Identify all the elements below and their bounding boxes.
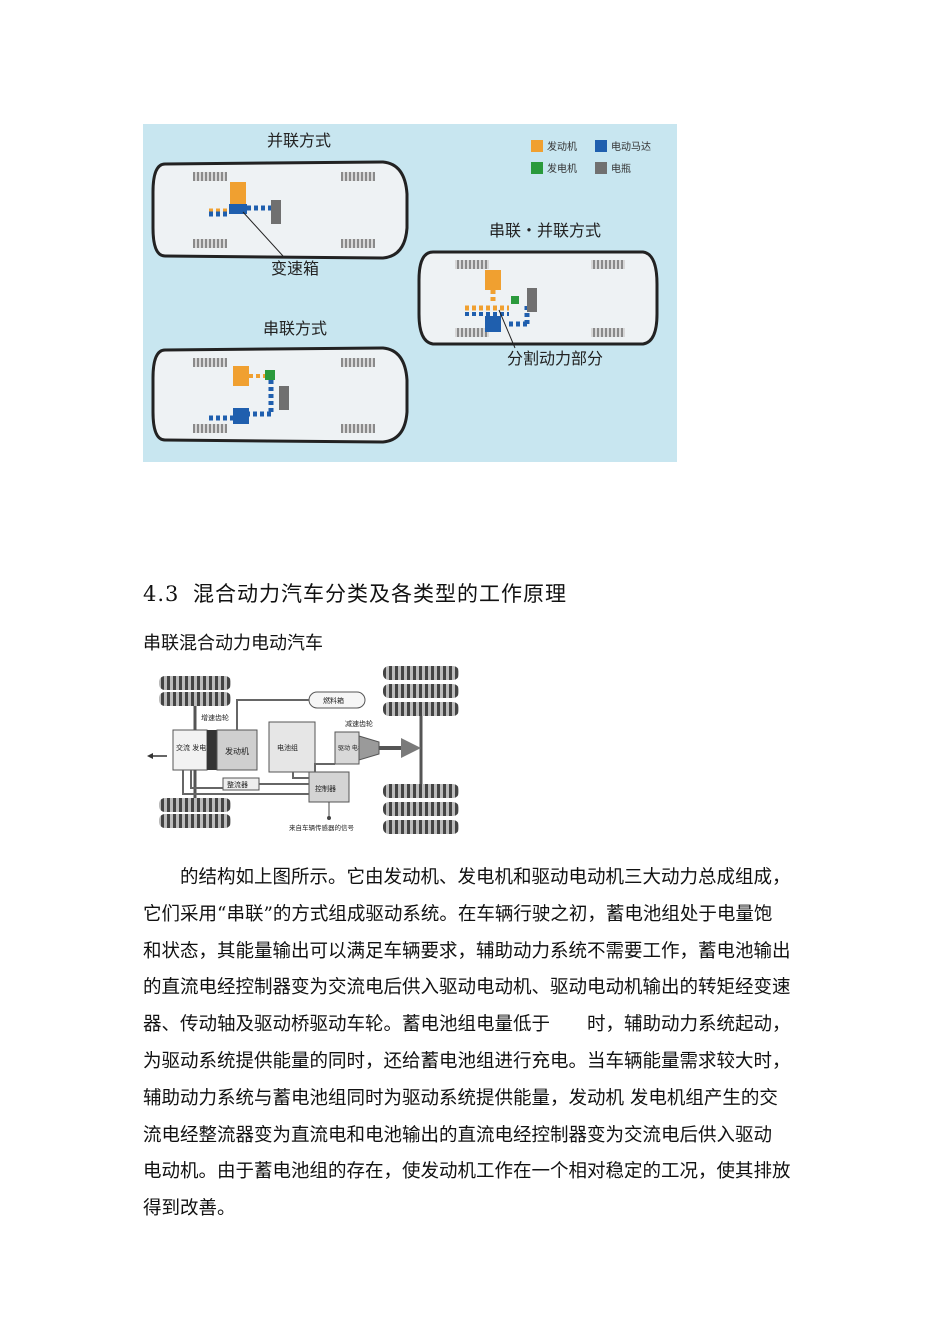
transmission-pointer <box>242 211 284 257</box>
wheel <box>159 692 231 706</box>
wheel <box>383 666 459 680</box>
legend-swatch-engine <box>531 140 543 152</box>
alternator-box <box>172 729 208 771</box>
legend-label-engine: 发动机 <box>547 140 577 153</box>
wheel <box>159 814 231 828</box>
generator-block <box>511 296 519 304</box>
body-line: 辅助动力系统与蓄电池组同时为驱动系统提供能量，发动机 发电机组产生的交 <box>143 1087 778 1109</box>
tire <box>193 424 227 433</box>
tire <box>455 260 489 269</box>
split-pointer <box>498 309 516 349</box>
sensor-dot <box>327 816 331 820</box>
motor-block <box>233 408 249 424</box>
reducer <box>358 735 380 761</box>
engine-block <box>485 270 501 290</box>
gear-block <box>207 730 217 770</box>
wheel <box>383 684 459 698</box>
engine-block <box>233 366 249 386</box>
body-line: 得到改善。 <box>143 1198 236 1220</box>
battery-block <box>527 288 537 312</box>
tire <box>341 358 375 367</box>
tire <box>341 239 375 248</box>
tire <box>591 328 625 337</box>
reducer-label: 减速齿轮 <box>345 719 373 728</box>
car-parallel: 并联方式 变速箱 <box>151 131 409 278</box>
body-line: 它们采用“串联”的方式组成驱动系统。在车辆行驶之初，蓄电池组处于电量饱 <box>143 903 773 925</box>
body-line: 的结构如上图所示。它由发动机、发电机和驱动电动机三大动力总成组成， <box>180 867 791 888</box>
legend-label-generator: 发电机 <box>547 162 577 175</box>
motor-block <box>229 204 247 214</box>
car-series-parallel: 串联・并联方式 分割动力部分 <box>417 221 659 368</box>
body-paragraph: 的结构如上图所示。它由发动机、发电机和驱动电动机三大动力总成组成， 它们采用“串… <box>143 860 813 1228</box>
legend-swatch-motor <box>595 140 607 152</box>
body-line: 器、传动轴及驱动桥驱动车轮。蓄电池组电量低于 时，辅助动力系统起动， <box>143 1014 791 1036</box>
wheel <box>159 798 231 812</box>
label-power-split: 分割动力部分 <box>507 349 603 368</box>
series-hybrid-structure-figure: 交流 发电机 发动机 增速齿轮 燃料箱 电池组 驱动 电机 减速齿轮 整流器 控… <box>143 664 465 836</box>
wheel <box>383 784 459 798</box>
tire <box>193 172 227 181</box>
wire <box>190 770 223 789</box>
section-number: 4.3 <box>143 582 180 606</box>
legend-swatch-battery <box>595 162 607 174</box>
gear-label: 增速齿轮 <box>201 713 229 722</box>
section-title: 混合动力汽车分类及各类型的工作原理 <box>193 582 567 606</box>
engine-label: 发动机 <box>225 746 249 756</box>
wire <box>182 770 309 795</box>
body-line: 和状态，其能量输出可以满足车辆要求，辅助动力系统不需要工作，蓄电池输出 <box>143 940 791 962</box>
alternator-label: 交流 发电机 <box>176 743 213 752</box>
tire <box>455 328 489 337</box>
legend-label-motor: 电动马达 <box>611 140 651 153</box>
tire <box>591 260 625 269</box>
wire <box>292 772 309 779</box>
motor-box <box>334 731 360 765</box>
battery-block <box>271 200 281 224</box>
motor-block <box>485 316 501 332</box>
sensor-signal-label: 来自车辆传感器的信号 <box>289 823 355 832</box>
body-line: 的直流电经控制器变为交流电后供入驱动电动机、驱动电动机输出的转矩经变速 <box>143 977 791 999</box>
subheading: 串联混合动力电动汽车 <box>143 633 323 654</box>
body-line: 电动机。由于蓄电池组的存在，使发动机工作在一个相对稳定的工况，使其排放 <box>143 1161 791 1183</box>
legend: 发动机 电动马达 发电机 电瓶 <box>531 140 651 175</box>
hybrid-types-figure: 发动机 电动马达 发电机 电瓶 并联方式 变速箱 <box>143 124 677 462</box>
generator-block <box>265 370 275 380</box>
legend-label-battery: 电瓶 <box>611 162 631 175</box>
legend-swatch-generator <box>531 162 543 174</box>
rectifier-label: 整流器 <box>227 780 248 789</box>
label-series-parallel: 串联・并联方式 <box>489 221 601 240</box>
body-line: 为驱动系统提供能量的同时，还给蓄电池组进行充电。当车辆能量需求较大时， <box>143 1050 791 1072</box>
engine-block <box>230 182 246 204</box>
label-parallel: 并联方式 <box>267 131 331 150</box>
car-series: 串联方式 <box>151 319 409 444</box>
tire <box>193 358 227 367</box>
differential <box>401 738 421 758</box>
fuel-tank-label: 燃料箱 <box>323 696 344 705</box>
battery-label: 电池组 <box>277 743 298 752</box>
tire <box>193 239 227 248</box>
section-heading: 4.3 混合动力汽车分类及各类型的工作原理 <box>143 578 567 608</box>
wheel <box>159 676 231 690</box>
motor-label: 驱动 电机 <box>338 744 364 752</box>
wheel <box>383 702 459 716</box>
battery-box <box>268 721 316 773</box>
label-series: 串联方式 <box>263 319 327 338</box>
fuel-line <box>236 699 309 730</box>
battery-block <box>279 386 289 410</box>
wheel <box>383 802 459 816</box>
arrow-head <box>147 753 153 759</box>
tire <box>341 172 375 181</box>
engine-box <box>216 729 258 771</box>
wire <box>314 763 335 772</box>
label-transmission: 变速箱 <box>271 259 319 278</box>
body-line: 流电经整流器变为直流电和电池输出的直流电经控制器变为交流电后供入驱动 <box>143 1124 773 1146</box>
controller-label: 控制器 <box>315 784 336 793</box>
wheel <box>383 820 459 834</box>
car-body <box>417 250 659 346</box>
tire <box>341 424 375 433</box>
